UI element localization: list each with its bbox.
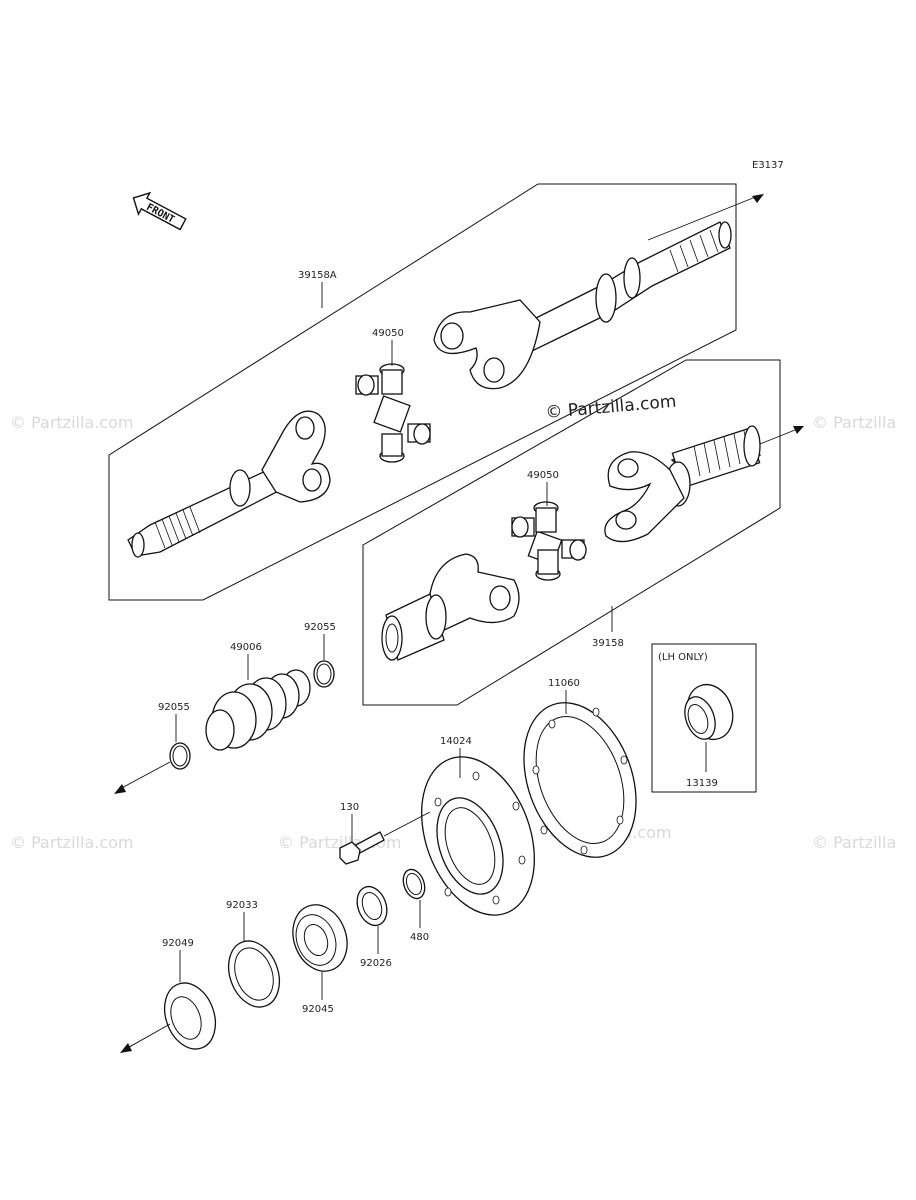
diagram-code: E3137 [752,160,784,171]
label-49050-lower: 49050 [527,470,559,481]
direction-line-bottom [123,1023,171,1051]
housing-14024 [421,756,535,916]
watermark-left-2: © Partzilla.com [10,833,133,852]
label-39158: 39158 [592,638,624,649]
front-arrow-icon: FRONT [132,191,187,231]
direction-arrow-mid [114,784,126,794]
direction-line-mid [117,761,171,791]
leader-lines [175,282,707,1000]
direction-arrow-upper [752,194,764,203]
label-13139: 13139 [686,778,718,789]
label-92055-left: 92055 [158,702,190,713]
label-92033: 92033 [226,900,258,911]
boot-49006 [205,669,311,751]
faint-watermarks: © Partzilla.com © Partzilla © Partzilla.… [10,413,896,852]
watermark-left-1: © Partzilla.com [10,413,133,432]
label-92049: 92049 [162,938,194,949]
bolt-130 [339,811,431,865]
part-13139 [684,683,734,741]
u-joint-49050-upper [355,363,431,463]
label-92055-right: 92055 [304,622,336,633]
lh-only-label: (LH ONLY) [658,652,708,663]
label-39158A: 39158A [298,270,337,281]
label-49006: 49006 [230,642,262,653]
watermark-main: © Partzilla.com [545,392,677,423]
label-14024: 14024 [440,736,472,747]
shaft-39158A [127,221,732,558]
watermark-right-1: © Partzilla [812,413,896,432]
circlip-92033 [227,940,281,1008]
oil-seal-92049 [163,982,217,1050]
collar-92026 [356,885,388,927]
label-92026: 92026 [360,958,392,969]
bearing-92045 [292,904,348,972]
watermark-right-2: © Partzilla [812,833,896,852]
circlip-480 [402,868,426,900]
group-39158A-frame [108,183,737,601]
label-49050-upper: 49050 [372,328,404,339]
direction-arrow-bottom [120,1043,132,1053]
gasket-11060 [523,702,637,858]
label-480: 480 [410,932,429,943]
label-130: 130 [340,802,359,813]
group-39158-frame [362,359,781,706]
direction-arrow-lower [793,426,804,434]
shaft-39158 [381,425,762,661]
u-joint-49050-lower [511,501,587,581]
label-11060: 11060 [548,678,580,689]
label-92045: 92045 [302,1004,334,1015]
direction-line-upper [647,195,759,241]
lh-only-box [651,643,757,793]
